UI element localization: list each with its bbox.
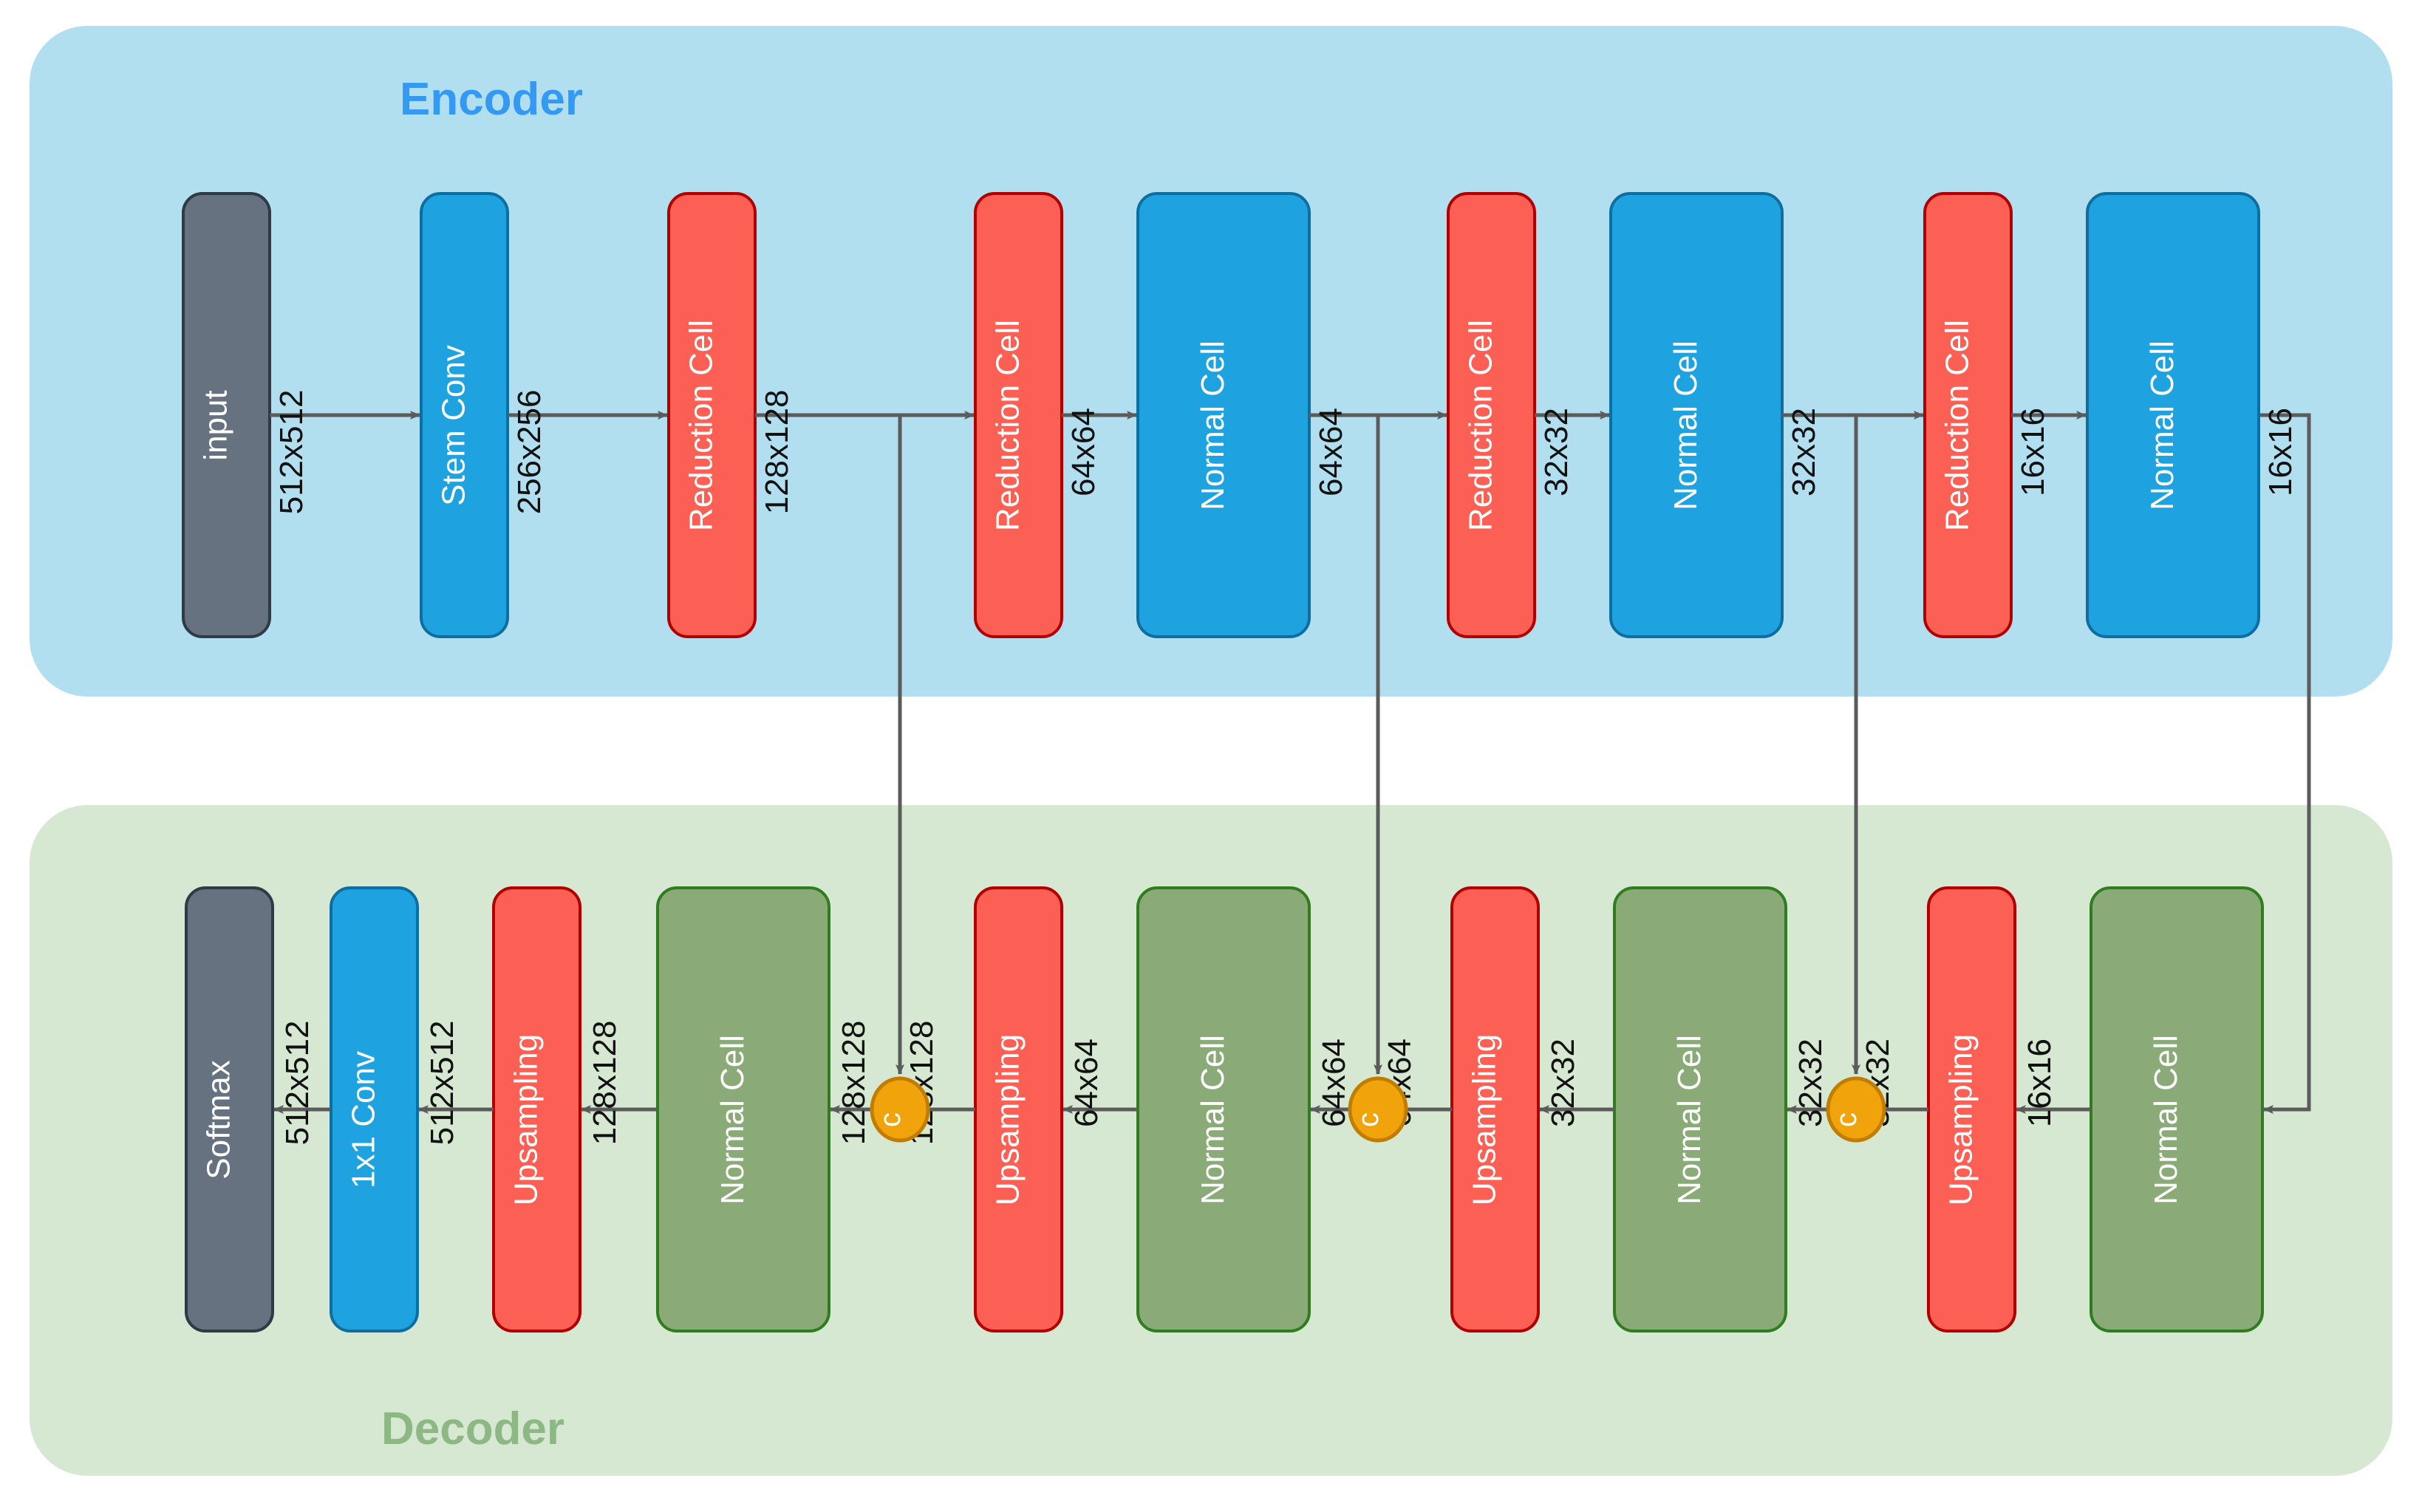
encoder-dim-label-2: 128x128 [759,390,795,515]
encoder-block-label-8: Normal Cell [2144,341,2180,510]
decoder-dim-label-0: 512x512 [279,1021,315,1146]
encoder-dim-label-5: 32x32 [1538,408,1575,496]
decoder-block-softmax-0[interactable] [185,886,274,1333]
encoder-dim-label-8: 16x16 [2262,408,2299,496]
skip-connection-3 [2259,413,2311,1114]
encoder-block-label-4: Normal Cell [1195,341,1231,510]
concat-node-1[interactable]: c [1348,1076,1408,1143]
concat-node-2[interactable]: c [1826,1076,1886,1143]
decoder-dim-label-3: 128x128 [836,1021,872,1146]
concat-node-label-2: c [1830,1112,1863,1127]
encoder-block-label-2: Reduction Cell [683,320,720,531]
decoder-dim-label-2: 128x128 [587,1021,623,1146]
decoder-block-label-3: Normal Cell [714,1035,751,1205]
concat-node-0[interactable]: c [870,1076,930,1143]
decoder-block-label-9: Normal Cell [2148,1035,2184,1205]
encoder-title: Encoder [400,74,583,125]
encoder-block-label-3: Reduction Cell [990,320,1026,531]
decoder-block-label-7: Normal Cell [1671,1035,1708,1205]
decoder-dim-label-1: 512x512 [424,1021,460,1146]
decoder-dim-label-5: 64x64 [1316,1039,1352,1127]
decoder-dim-label-7: 32x32 [1792,1039,1829,1127]
concat-node-shape-0[interactable] [870,1076,930,1143]
encoder-dim-label-7: 16x16 [2015,408,2051,496]
encoder-block-normal-cell-8-rect[interactable] [2086,192,2260,638]
decoder-dim-label-8: 16x16 [2022,1039,2058,1127]
decoder-block-label-5: Normal Cell [1195,1035,1231,1205]
decoder-block-label-2: Upsampling [508,1034,545,1205]
encoder-dim-label-1: 256x256 [511,390,547,515]
concat-node-shape-1[interactable] [1348,1076,1408,1143]
encoder-block-label-1: Stem Conv [436,345,472,506]
encoder-dim-label-3: 64x64 [1065,408,1102,496]
skip-dim-label-3: 16x16 [2022,1039,2058,1127]
encoder-block-normal-cell-8[interactable] [2086,192,2260,638]
decoder-block-label-0: Softmax [201,1060,237,1179]
encoder-flow: input Stem Conv Reduction Cell Reduction Ce… [182,192,2299,638]
decoder-block-softmax-0-rect[interactable] [185,886,274,1333]
encoder-dim-label-0: 512x512 [273,390,310,515]
encoder-block-label-0: input [198,390,234,460]
encoder-block-label-7: Reduction Cell [1940,320,1976,531]
decoder-dim-label-4: 64x64 [1068,1039,1105,1127]
decoder-block-label-1: 1x1 Conv [346,1051,382,1188]
concat-node-label-0: c [874,1112,907,1127]
decoder-flow: Softmax 1x1 Conv Upsampling Normal Cell Upsa… [185,886,2264,1333]
encoder-block-label-6: Normal Cell [1668,341,1704,510]
decoder-block-label-4: Upsampling [990,1034,1026,1205]
encoder-block-label-5: Reduction Cell [1463,320,1499,531]
decoder-title: Decoder [381,1403,564,1454]
decoder-block-label-6: Upsampling [1467,1034,1503,1205]
decoder-dim-label-6: 32x32 [1545,1039,1581,1127]
encoder-dim-label-4: 64x64 [1313,408,1349,496]
encoder-dim-label-6: 32x32 [1786,408,1822,496]
concat-node-label-1: c [1352,1112,1385,1127]
decoder-block-label-8: Upsampling [1943,1034,1979,1205]
concat-node-shape-2[interactable] [1826,1076,1886,1143]
